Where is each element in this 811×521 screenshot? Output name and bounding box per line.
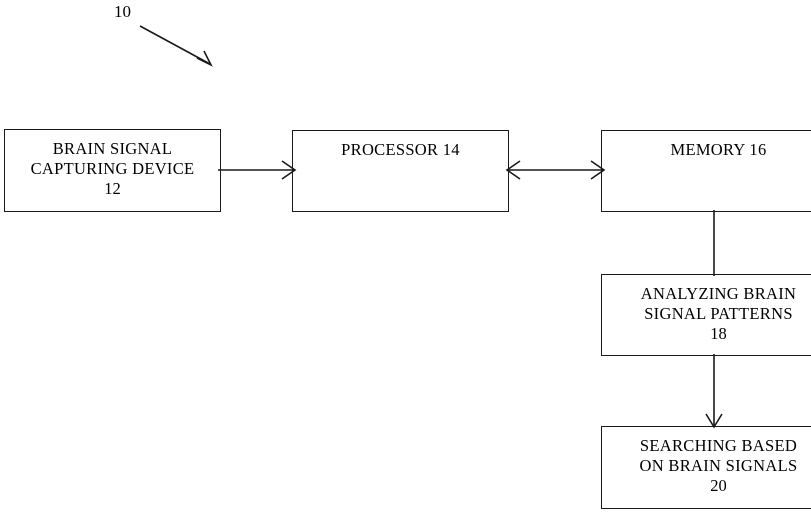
block-reference-number: 12	[104, 179, 121, 198]
block-label-line1: ANALYZING BRAIN	[640, 284, 797, 303]
block-brain-signal-capturing-device: BRAIN SIGNAL CAPTURING DEVICE 12	[4, 129, 221, 212]
block-label-line1: MEMORY 16	[670, 140, 767, 159]
block-reference-number: 18	[710, 324, 727, 343]
figure-reference-label: 10	[114, 2, 131, 21]
block-label-line1: SEARCHING BASED	[639, 436, 798, 455]
connector-memory-to-analyzing	[700, 210, 730, 276]
block-label-line2: SIGNAL PATTERNS	[644, 304, 793, 323]
connector-capture-to-processor	[218, 156, 297, 184]
block-reference-number: 20	[710, 476, 727, 495]
block-processor: PROCESSOR 14	[292, 130, 509, 212]
block-label-line2: ON BRAIN SIGNALS	[639, 456, 798, 475]
block-label-line2: CAPTURING DEVICE	[30, 159, 195, 178]
block-memory: MEMORY 16	[601, 130, 811, 212]
lead-line-10	[112, 0, 232, 80]
connector-processor-to-memory	[505, 156, 606, 184]
block-searching-based-on-brain-signals: SEARCHING BASED ON BRAIN SIGNALS 20	[601, 426, 811, 509]
connector-analyzing-to-searching	[700, 354, 730, 429]
block-label-line1: BRAIN SIGNAL	[52, 139, 173, 158]
block-analyzing-brain-signal-patterns: ANALYZING BRAIN SIGNAL PATTERNS 18	[601, 274, 811, 356]
block-label-line1: PROCESSOR 14	[341, 140, 460, 159]
